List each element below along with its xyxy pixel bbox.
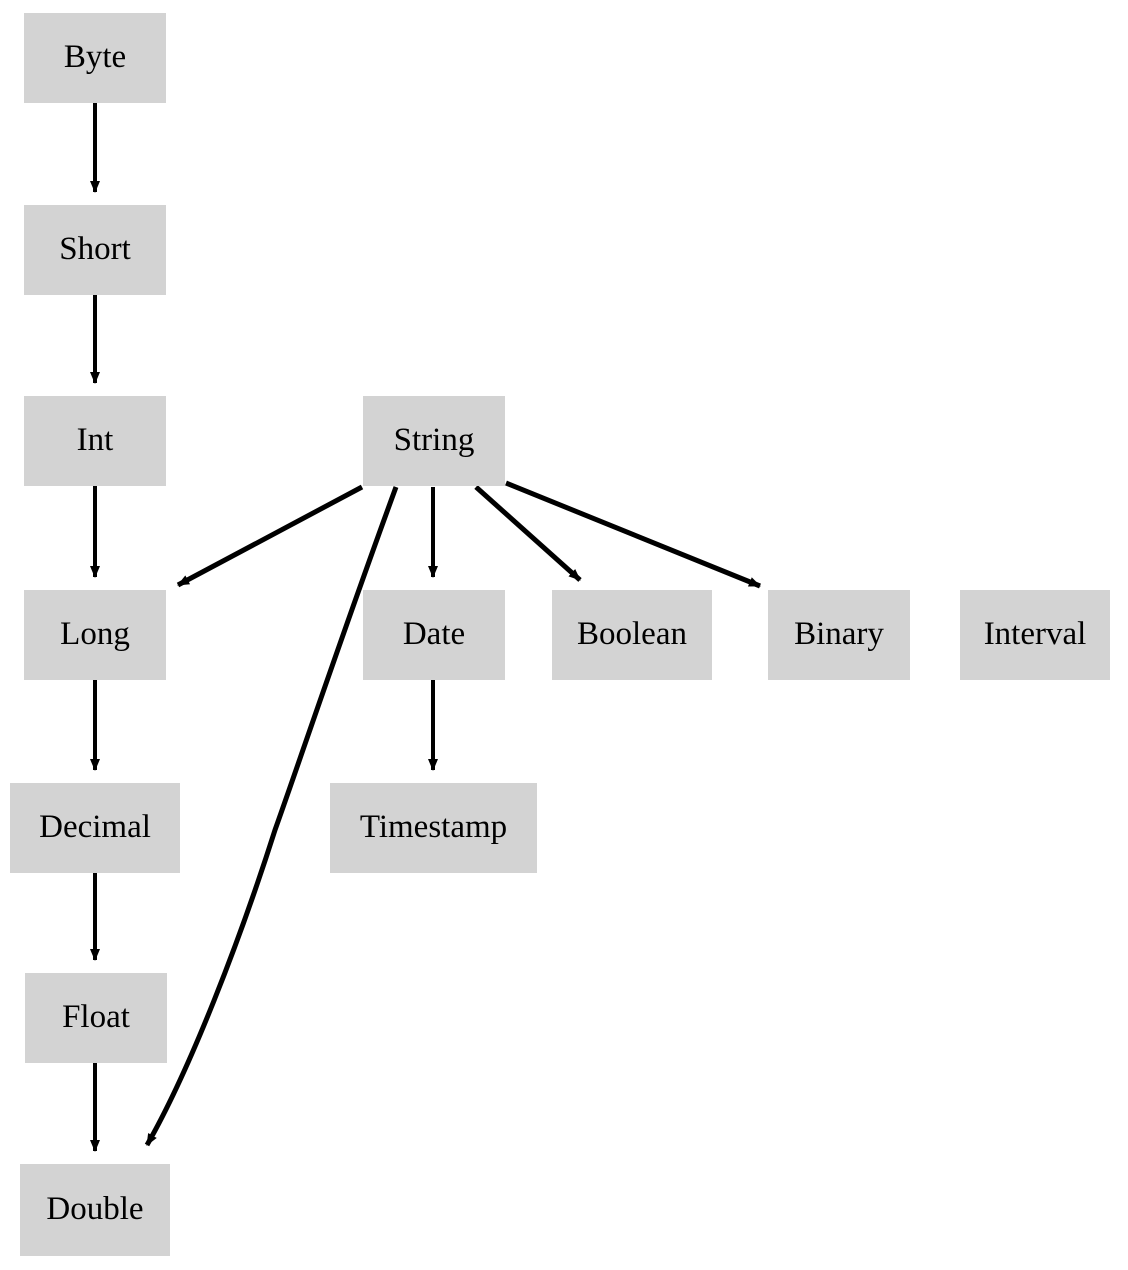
node-int-label: Int <box>76 421 114 458</box>
node-decimal-label: Decimal <box>39 808 151 845</box>
edge-string-boolean <box>474 485 582 582</box>
node-float[interactable]: Float <box>25 973 167 1063</box>
node-string[interactable]: String <box>363 396 505 486</box>
node-binary-label: Binary <box>794 615 884 652</box>
node-boolean[interactable]: Boolean <box>552 590 712 680</box>
node-short-label: Short <box>59 230 131 267</box>
node-timestamp[interactable]: Timestamp <box>330 783 537 873</box>
node-long[interactable]: Long <box>24 590 166 680</box>
node-string-label: String <box>393 421 475 458</box>
node-timestamp-label: Timestamp <box>359 808 508 845</box>
node-short[interactable]: Short <box>24 205 166 295</box>
node-byte-label: Byte <box>63 38 127 75</box>
node-interval[interactable]: Interval <box>960 590 1110 680</box>
node-double-label: Double <box>46 1190 144 1227</box>
node-date-label: Date <box>402 615 466 652</box>
node-long-label: Long <box>60 615 130 652</box>
edge-string-binary <box>505 480 761 589</box>
node-date[interactable]: Date <box>363 590 505 680</box>
node-int[interactable]: Int <box>24 396 166 486</box>
node-double[interactable]: Double <box>20 1164 170 1256</box>
node-decimal[interactable]: Decimal <box>10 783 180 873</box>
node-interval-label: Interval <box>983 615 1087 652</box>
node-binary[interactable]: Binary <box>768 590 910 680</box>
node-float-label: Float <box>62 998 130 1035</box>
node-boolean-label: Boolean <box>577 615 687 652</box>
node-byte[interactable]: Byte <box>24 13 166 103</box>
edge-string-long <box>176 484 364 588</box>
